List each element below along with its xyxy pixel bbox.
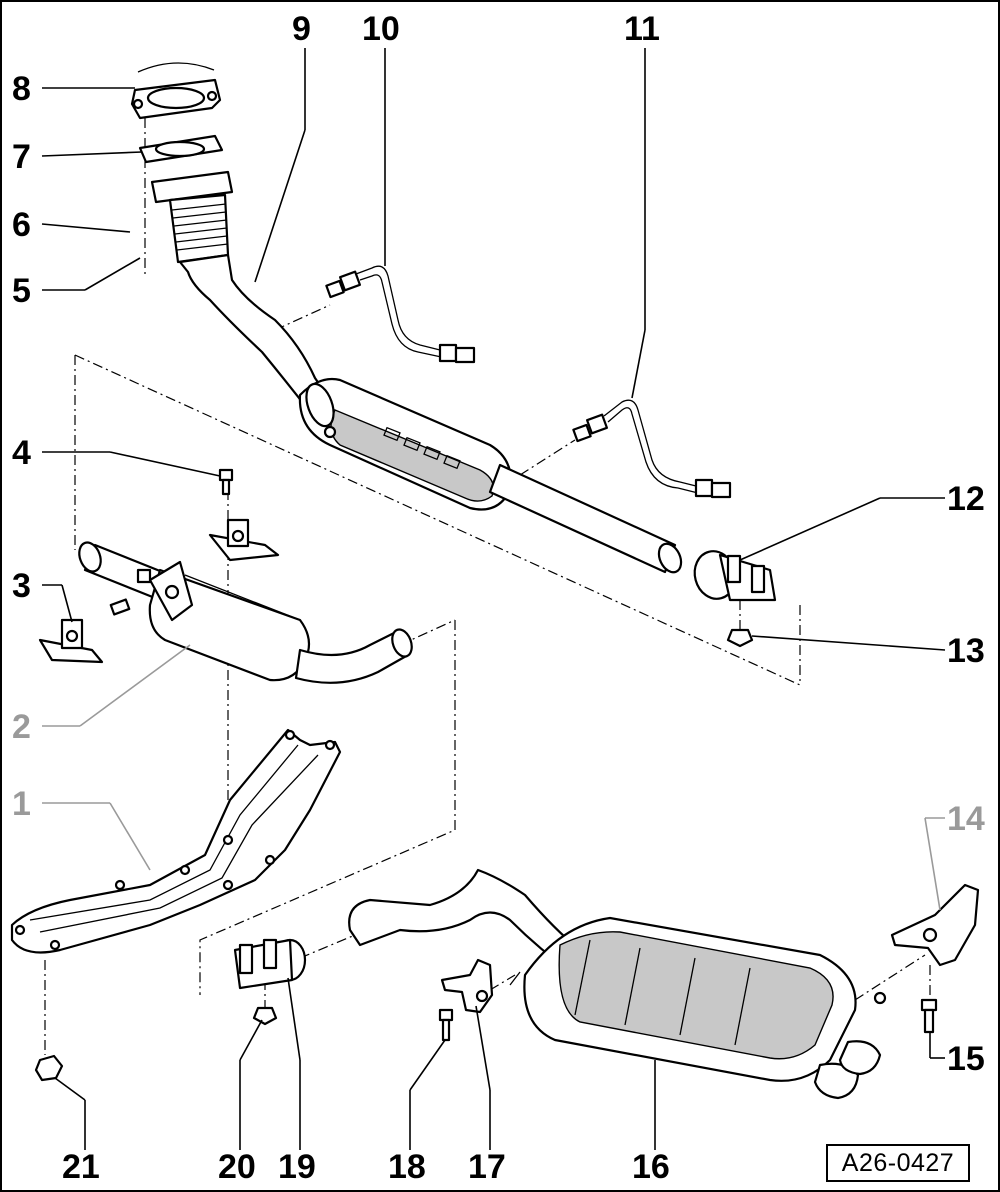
callout-3: 3: [12, 567, 31, 605]
callout-6: 6: [12, 206, 31, 244]
rear-hanger: [873, 883, 980, 1034]
callout-7: 7: [12, 138, 31, 176]
heat-shield: [10, 728, 342, 954]
callout-9: 9: [292, 10, 311, 48]
callout-11: 11: [624, 10, 660, 48]
callout-14: 14: [947, 800, 985, 838]
hanger-bracket-front: [208, 468, 280, 562]
hanger-bracket-center: [38, 598, 131, 664]
callout-19: 19: [278, 1148, 316, 1186]
callout-20: 20: [218, 1148, 256, 1186]
callout-8: 8: [12, 70, 31, 108]
callout-16: 16: [632, 1148, 670, 1186]
callout-13: 13: [947, 632, 985, 670]
callout-2: 2: [12, 708, 31, 746]
flange-clamp-plate: [130, 62, 222, 120]
shield-nut: [34, 1054, 64, 1082]
callout-10: 10: [362, 10, 400, 48]
rear-silencer: [348, 868, 882, 1100]
intermediate-pipe: [488, 463, 683, 574]
flange-gasket: [138, 134, 224, 164]
callout-1: 1: [12, 785, 31, 823]
pipe-clamp-front: [693, 550, 777, 648]
callout-labels: 8 7 6 5 4 3 2 1 9 10 11 12 13 14 15 16 1…: [12, 10, 985, 1186]
reference-code: A26-0427: [841, 1149, 955, 1177]
callout-18: 18: [388, 1148, 426, 1186]
catalytic-converter: [298, 377, 512, 511]
reference-code-box: A26-0427: [826, 1144, 970, 1182]
callout-15: 15: [947, 1040, 985, 1078]
callout-21: 21: [62, 1148, 100, 1186]
silencer-bracket: [438, 958, 494, 1042]
callout-4: 4: [12, 434, 31, 472]
callout-12: 12: [947, 480, 985, 518]
pipe-clamp-rear: [233, 938, 307, 1026]
front-exhaust-pipe: [150, 170, 332, 414]
oxygen-sensor-upstream: [325, 265, 476, 364]
center-silencer: [78, 541, 413, 684]
callout-5: 5: [12, 272, 31, 310]
callout-17: 17: [468, 1148, 506, 1186]
oxygen-sensor-downstream: [572, 399, 732, 499]
callout-leader-lines: [41, 48, 946, 1150]
